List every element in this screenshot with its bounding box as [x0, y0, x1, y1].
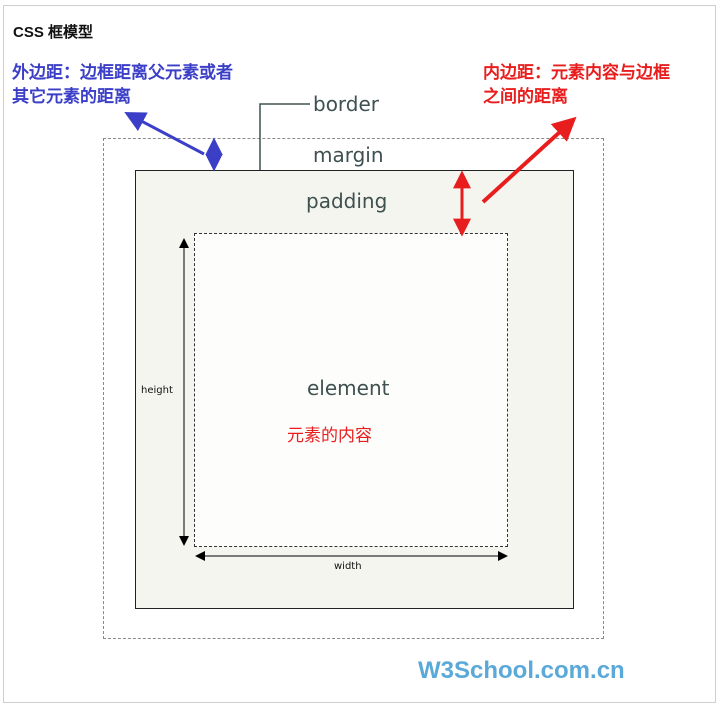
width-label: width: [334, 561, 362, 572]
padding-note-line1: 内边距：元素内容与边框: [483, 63, 670, 83]
padding-label: padding: [306, 189, 388, 213]
margin-label: margin: [313, 143, 384, 167]
margin-pointer-arrow: [124, 112, 205, 156]
padding-pointer-arrow: [481, 116, 577, 204]
height-label: height: [141, 385, 173, 396]
padding-note-line2: 之间的距离: [483, 87, 568, 107]
diagram-title: CSS 框模型: [13, 24, 94, 41]
margin-box: [103, 138, 604, 639]
padding-note: 内边距：元素内容与边框 之间的距离: [483, 61, 721, 109]
watermark-logo: W3School.com.cn: [418, 657, 625, 684]
content-box: [194, 233, 508, 547]
border-leader-line: [259, 103, 310, 170]
margin-note-line2: 其它元素的距离: [12, 87, 131, 107]
element-content-label: 元素的内容: [287, 426, 372, 446]
margin-note-line1: 外边距：边框距离父元素或者: [12, 63, 233, 83]
border-label: border: [313, 92, 380, 116]
element-label: element: [307, 376, 390, 400]
margin-note: 外边距：边框距离父元素或者 其它元素的距离: [12, 61, 312, 109]
